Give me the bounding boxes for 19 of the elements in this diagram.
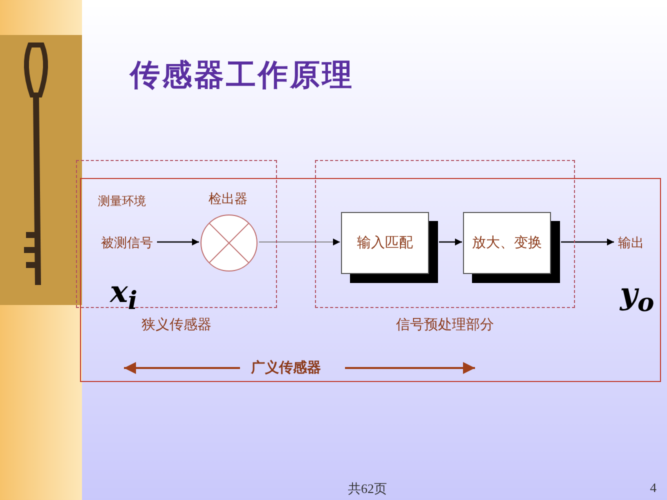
signal-label: 输出 — [615, 234, 647, 252]
group-caption: 狭义传感器 — [142, 316, 212, 334]
arrow — [157, 238, 199, 246]
dashed-group-box — [315, 160, 575, 308]
input-symbol: x$_{i}$ — [110, 275, 138, 315]
detector-label: 检出器 — [208, 191, 248, 208]
arrow — [561, 238, 614, 246]
frame-label: 广义传感器 — [251, 359, 321, 377]
output-symbol: y$_{o}$ — [620, 277, 654, 317]
sensor-frame — [80, 178, 661, 382]
page-count: 共62页 — [348, 480, 387, 498]
arrow — [258, 238, 340, 246]
signal-label: 被测信号 — [98, 234, 156, 252]
page-number: 4 — [650, 480, 656, 496]
dashed-group-box — [76, 160, 277, 308]
arrow — [439, 238, 462, 246]
title: 传感器工作原理 — [130, 57, 354, 95]
group-caption: 信号预处理部分 — [396, 316, 494, 334]
environment-label: 测量环境 — [98, 193, 146, 210]
